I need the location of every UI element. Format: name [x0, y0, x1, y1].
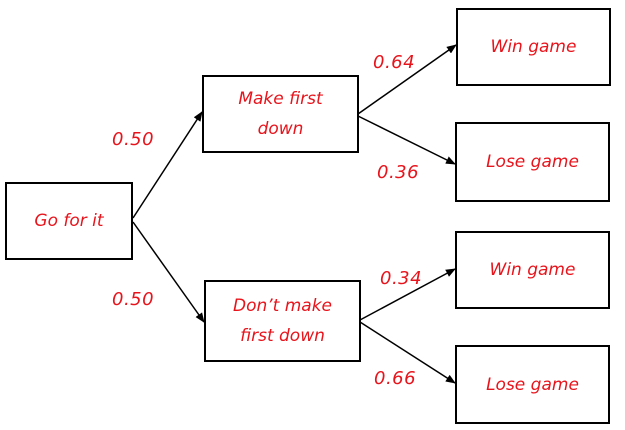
prob-lose-given-make: 0.36 [377, 162, 420, 183]
prob-lose-given-dont: 0.66 [374, 368, 417, 389]
edge-make-to-lose-game [357, 115, 456, 165]
prob-dont-make-first-down: 0.50 [112, 289, 155, 310]
node-win-game-bottom: Win game [455, 231, 610, 309]
edge-root-to-dont-make-first-down [132, 221, 205, 323]
node-win-game-top: Win game [456, 8, 611, 86]
node-make-first-down: Make first down [202, 75, 359, 153]
edge-dont-to-lose-game [359, 321, 456, 384]
prob-win-given-dont: 0.34 [380, 268, 423, 289]
node-go-for-it: Go for it [5, 182, 133, 260]
prob-win-given-make: 0.64 [373, 52, 416, 73]
node-lose-game-bottom: Lose game [455, 345, 610, 424]
node-lose-game-top: Lose game [455, 122, 610, 202]
edge-make-to-win-game [357, 44, 457, 115]
prob-make-first-down: 0.50 [112, 129, 155, 150]
edge-root-to-make-first-down [132, 111, 203, 219]
node-dont-make-first-down: Don’t make first down [204, 280, 361, 362]
edge-dont-to-win-game [359, 268, 456, 321]
